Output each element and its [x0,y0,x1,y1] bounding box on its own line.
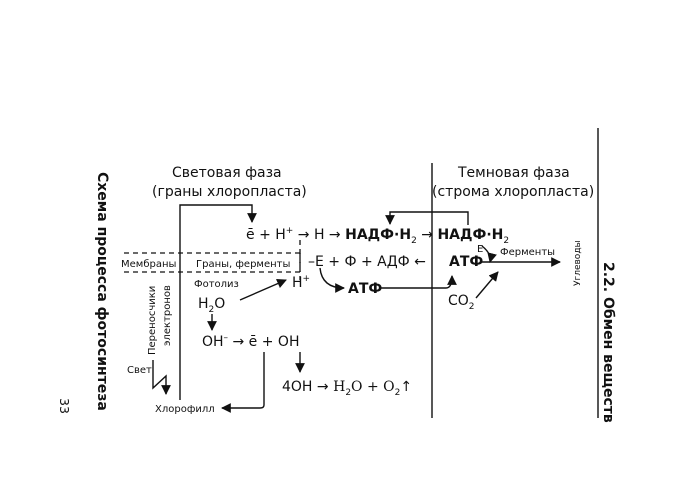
row1-formula: ē + H+ → H → НАДФ·Н2 → НАДФ·Н2 [246,226,509,246]
oh-row: OH– → ē + OH [202,333,299,350]
enzymes-label: Ферменты [500,247,555,258]
dark-phase-subtitle: (строма хлоропласта) [432,184,594,200]
page-number: 33 [57,398,72,414]
atf-dark: АТФ [449,254,483,270]
e-small-label: E [477,244,483,255]
light-phase-subtitle: (граны хлоропласта) [152,184,307,200]
water-to-h-arrow [239,279,287,301]
light-zigzag-icon [152,360,171,395]
co2-arrow [475,271,499,299]
e-to-atf-arrow [481,245,497,263]
light-label: Свет [127,365,152,376]
section-heading: 2.2. Обмен веществ [600,262,616,423]
chlorophyll-label: Хлорофилл [155,404,215,415]
dark-phase-title: Темновая фаза [457,165,570,181]
photolysis-label: Фотолиз [194,279,239,290]
light-phase-title: Световая фаза [172,165,282,181]
carbohydrates-label: Углеводы [573,240,583,286]
co2-formula: CO2 [448,293,475,312]
water-formula: H2O [198,296,225,315]
carrier-arrow [179,204,257,400]
row2-formula: –E + Ф + АДФ ← [308,254,426,270]
grana-enzymes-label: Граны, ферменты [196,259,290,270]
membranes-label: Мембраны [121,259,176,270]
carriers-label-1: Переносчики [147,286,158,355]
carriers-label-2: электронов [162,285,173,346]
atf-to-dark-arrow [380,275,457,289]
page-title: Схема процесса фотосинтеза [94,172,110,411]
final-formula: 4OH → H2O + O2↑ [282,379,412,398]
e-to-atf-light-arrow [319,267,345,293]
h-plus: H+ [292,274,310,291]
nadph-loop-arrow [385,211,469,225]
e-to-chlorophyll-arrow [221,352,265,413]
atf-light: АТФ [348,281,382,297]
